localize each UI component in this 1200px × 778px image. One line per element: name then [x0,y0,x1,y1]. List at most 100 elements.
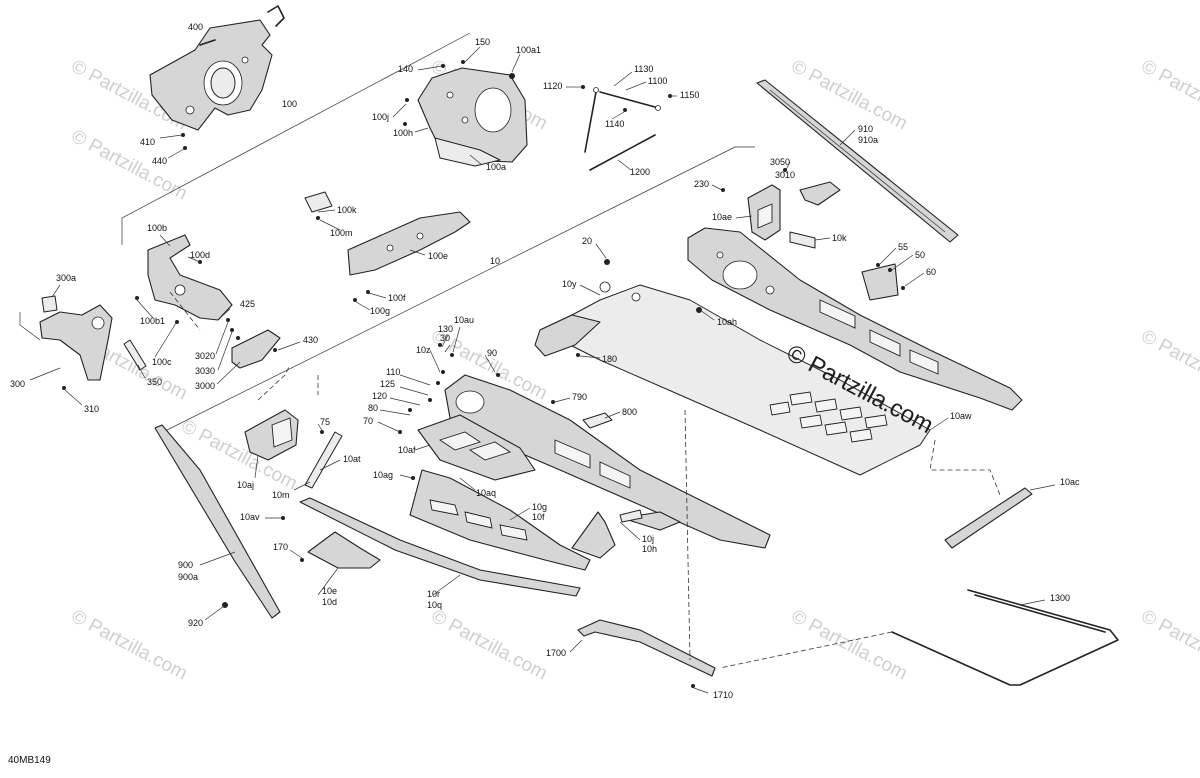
callout-3030: 3030 [195,366,215,376]
callout-170: 170 [273,542,288,552]
callout-1300: 1300 [1050,593,1070,603]
part-100k-cap [304,191,333,213]
callout-10m: 10m [272,490,290,500]
part-300-arm [39,295,113,381]
callout-790: 790 [572,392,587,402]
part-10g-running-board [409,469,591,571]
callout-430: 430 [303,335,318,345]
callout-10av: 10av [240,512,260,522]
callout-440: 440 [152,156,167,166]
callout-900a: 900a [178,572,198,582]
part-100a-bulkhead [417,67,528,167]
callout-10ae: 10ae [712,212,732,222]
callout-230: 230 [694,179,709,189]
callout-150: 150 [475,37,490,47]
callout-10aj: 10aj [237,480,254,490]
callout-10ac: 10ac [1060,477,1080,487]
callout-3010: 3010 [775,170,795,180]
part-10y-tunnel [534,281,931,476]
part-55-plate [861,263,899,301]
watermark-text: © Partzilla.com [428,606,551,685]
callout-910a: 910a [858,135,878,145]
callout-90: 90 [487,348,497,358]
callout-110: 110 [386,367,400,377]
callout-1140: 1140 [605,119,624,129]
callout-1710: 1710 [713,690,733,700]
callout-100b: 100b [147,223,167,233]
callout-10r: 10r [427,589,440,599]
callout-10q: 10q [427,600,442,610]
callout-100h: 100h [393,128,413,138]
callout-100: 100 [282,99,297,109]
callout-425: 425 [240,299,255,309]
callout-10d: 10d [322,597,337,607]
callout-10aw: 10aw [950,411,972,421]
callout-180: 180 [602,354,617,364]
callout-125: 125 [380,379,395,389]
callout-100j: 100j [372,112,389,122]
part-900-rail [154,424,281,619]
callout-920: 920 [188,618,203,628]
callout-400: 400 [188,22,203,32]
callout-140: 140 [398,64,413,74]
callout-30: 30 [440,333,450,343]
callout-130: 130 [438,324,453,334]
callout-100a1: 100a1 [516,45,541,55]
part-400-front-frame [149,5,285,131]
watermark-text: © Partzilla.com [1138,56,1200,135]
part-350-pin [123,339,147,371]
callout-10k: 10k [832,233,847,243]
callout-800: 800 [622,407,637,417]
watermark-text: © Partzilla.com [1138,326,1200,405]
part-10r-rail [299,497,581,597]
watermark-text: © Partzilla.com [788,606,911,685]
callout-10: 10 [490,256,500,266]
part-10-side-panel [687,227,1023,411]
callout-75: 75 [320,417,330,427]
callout-120: 120 [372,391,387,401]
callout-310: 310 [84,404,99,414]
callout-10aq: 10aq [476,488,496,498]
callout-100e: 100e [428,251,448,261]
callout-3000: 3000 [195,381,215,391]
callout-910: 910 [858,124,873,134]
callout-300a: 300a [56,273,76,283]
part-1100-tie-rods [584,87,661,171]
part-100e-crossmember [347,211,471,276]
callout-3020: 3020 [195,351,215,361]
watermark-text: © Partzilla.com [68,606,191,685]
callout-20: 20 [582,236,592,246]
callout-55: 55 [898,242,908,252]
callout-10f: 10f [532,512,545,522]
part-10d-plate [619,509,643,523]
callout-100d: 100d [190,250,210,260]
callout-10au: 10au [454,315,474,325]
callout-1130: 1130 [634,64,653,74]
callout-100f: 100f [388,293,406,303]
callout-1150: 1150 [680,90,699,100]
callout-10y: 10y [562,279,577,289]
part-10m-arm [304,431,343,489]
callout-60: 60 [926,267,936,277]
callout-10h: 10h [642,544,657,554]
callout-1100: 1100 [648,76,667,86]
part-10af-footrest [417,414,536,481]
tunnel-vent-slots [769,391,888,443]
callout-10at: 10at [343,454,361,464]
callout-10ah: 10ah [717,317,737,327]
callout-80: 80 [368,403,378,413]
callout-100m: 100m [330,228,353,238]
watermark-text: © Partzilla.com [68,126,191,205]
callout-900: 900 [178,560,193,570]
part-910-rail [756,79,959,243]
callout-labels: 400 100 410 440 150 140 100a1 100j 100h … [10,22,1080,700]
callout-10af: 10af [398,445,416,455]
part-10ac-bar [944,487,1033,549]
part-3010-bracket [747,181,841,249]
callout-410: 410 [140,137,155,147]
callout-50: 50 [915,250,925,260]
part-1300-bumper [891,589,1119,686]
callout-100b1: 100b1 [140,316,165,326]
callout-100c: 100c [152,357,172,367]
